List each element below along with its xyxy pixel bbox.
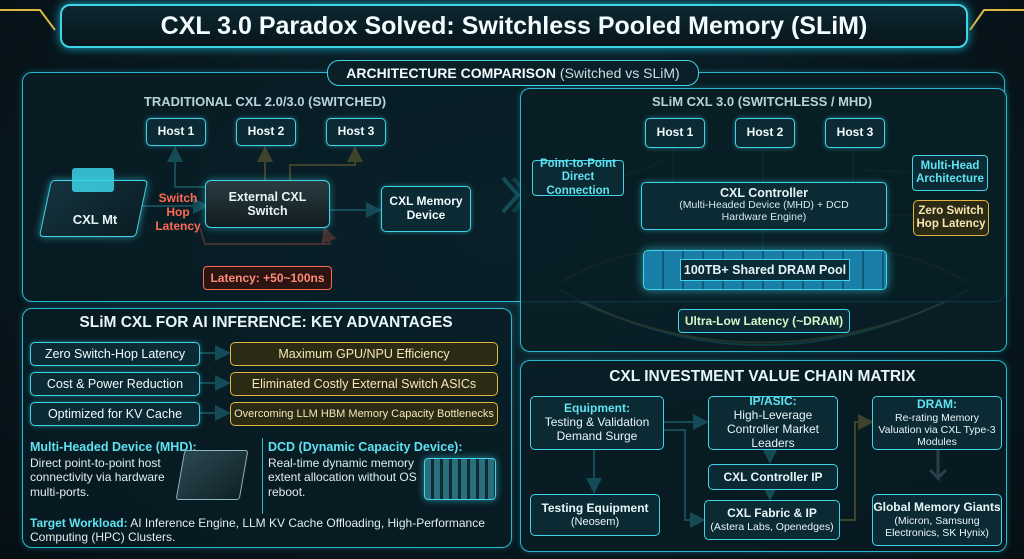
ipasic-text: High-Leverage Controller Market Leaders bbox=[726, 408, 820, 450]
fabric-box: CXL Fabric & IP (Astera Labs, Openedges) bbox=[704, 500, 840, 540]
mhd-title: Multi-Headed Device (MHD): bbox=[30, 440, 197, 454]
target-text: AI Inference Engine, LLM KV Cache Offloa… bbox=[30, 516, 485, 545]
architecture-label: ARCHITECTURE COMPARISON (Switched vs SLi… bbox=[327, 60, 699, 86]
slim-title: SLiM CXL 3.0 (SWITCHLESS / MHD) bbox=[651, 94, 873, 109]
right-host-2: Host 2 bbox=[735, 118, 795, 148]
cxl-controller: CXL Controller (Multi-Headed Device (MHD… bbox=[641, 182, 887, 230]
cxl-memory-device: CXL Memory Device bbox=[381, 186, 471, 232]
target-label: Target Workload: bbox=[30, 516, 128, 530]
multi-head-callout: Multi-Head Architecture bbox=[912, 155, 988, 191]
left-host-1: Host 1 bbox=[146, 118, 206, 146]
controller-ip-box: CXL Controller IP bbox=[708, 464, 838, 490]
testing-equipment-box: Testing Equipment (Neosem) bbox=[530, 494, 660, 536]
advantages-divider bbox=[262, 438, 263, 514]
dram-title: DRAM: bbox=[917, 397, 957, 411]
mhd-text: Direct point-to-point host connectivity … bbox=[30, 456, 165, 499]
page-title: CXL 3.0 Paradox Solved: Switchless Poole… bbox=[60, 4, 968, 48]
fabric-title: CXL Fabric & IP bbox=[727, 506, 817, 521]
value-chain-title: CXL INVESTMENT VALUE CHAIN MATRIX bbox=[609, 368, 916, 385]
adv-right-3: Overcoming LLM HBM Memory Capacity Bottl… bbox=[230, 402, 498, 426]
target-workload: Target Workload: AI Inference Engine, LL… bbox=[30, 516, 500, 545]
dcd-text: Real-time dynamic memory extent allocati… bbox=[268, 456, 417, 499]
chip-die-icon bbox=[72, 168, 114, 192]
latency-badge: Latency: +50~100ns bbox=[203, 266, 332, 290]
point-to-point-callout: Point-to-Point Direct Connection bbox=[532, 158, 624, 197]
adv-left-1: Zero Switch-Hop Latency bbox=[30, 342, 200, 366]
chip-label: CXL Mt bbox=[72, 212, 118, 227]
equipment-title: Equipment: bbox=[564, 401, 630, 416]
left-host-3: Host 3 bbox=[326, 118, 386, 146]
corner-deco-line bbox=[0, 9, 56, 31]
dcd-chip-icon bbox=[424, 458, 496, 500]
testing-title: Testing Equipment bbox=[541, 500, 649, 515]
dram-text: Re-rating Memory Valuation via CXL Type-… bbox=[878, 411, 996, 448]
advantages-title: SLiM CXL FOR AI INFERENCE: KEY ADVANTAGE… bbox=[79, 314, 453, 331]
mhd-chip-icon bbox=[175, 450, 249, 500]
giants-sub: (Micron, Samsung Electronics, SK Hynix) bbox=[885, 514, 989, 539]
equipment-text: Testing & Validation Demand Surge bbox=[544, 415, 650, 443]
traditional-title: TRADITIONAL CXL 2.0/3.0 (SWITCHED) bbox=[143, 94, 387, 109]
adv-left-2: Cost & Power Reduction bbox=[30, 372, 200, 396]
switch-hop-latency-label: Switch Hop Latency bbox=[155, 191, 201, 233]
left-host-2: Host 2 bbox=[236, 118, 296, 146]
dram-pool-label: 100TB+ Shared DRAM Pool bbox=[680, 259, 850, 281]
equipment-box: Equipment: Testing & Validation Demand S… bbox=[530, 396, 664, 450]
zero-hop-callout: Zero Switch Hop Latency bbox=[913, 200, 989, 236]
ipasic-box: IP/ASIC: High-Leverage Controller Market… bbox=[708, 394, 838, 450]
corner-deco-line bbox=[969, 9, 1024, 31]
memory-giants-box: Global Memory Giants (Micron, Samsung El… bbox=[872, 494, 1002, 546]
right-host-1: Host 1 bbox=[645, 118, 705, 148]
adv-left-3: Optimized for KV Cache bbox=[30, 402, 200, 426]
adv-right-1: Maximum GPU/NPU Efficiency bbox=[230, 342, 498, 366]
cxl-controller-sub: (Multi-Headed Device (MHD) + DCD Hardwar… bbox=[679, 199, 849, 223]
external-cxl-switch: External CXL Switch bbox=[205, 180, 330, 228]
architecture-label-bold: ARCHITECTURE COMPARISON bbox=[346, 65, 557, 81]
adv-right-2: Eliminated Costly External Switch ASICs bbox=[230, 372, 498, 396]
architecture-label-rest: (Switched vs SLiM) bbox=[556, 65, 680, 81]
dcd-title: DCD (Dynamic Capacity Device): bbox=[268, 440, 463, 454]
testing-sub: (Neosem) bbox=[570, 515, 620, 528]
dram-box: DRAM: Re-rating Memory Valuation via CXL… bbox=[872, 396, 1002, 450]
fabric-sub: (Astera Labs, Openedges) bbox=[710, 520, 834, 533]
giants-title: Global Memory Giants bbox=[873, 500, 1001, 515]
ultra-low-latency-badge: Ultra-Low Latency (~DRAM) bbox=[678, 309, 850, 333]
cxl-controller-title: CXL Controller bbox=[720, 186, 808, 200]
right-host-3: Host 3 bbox=[825, 118, 885, 148]
ipasic-title: IP/ASIC: bbox=[749, 394, 797, 409]
